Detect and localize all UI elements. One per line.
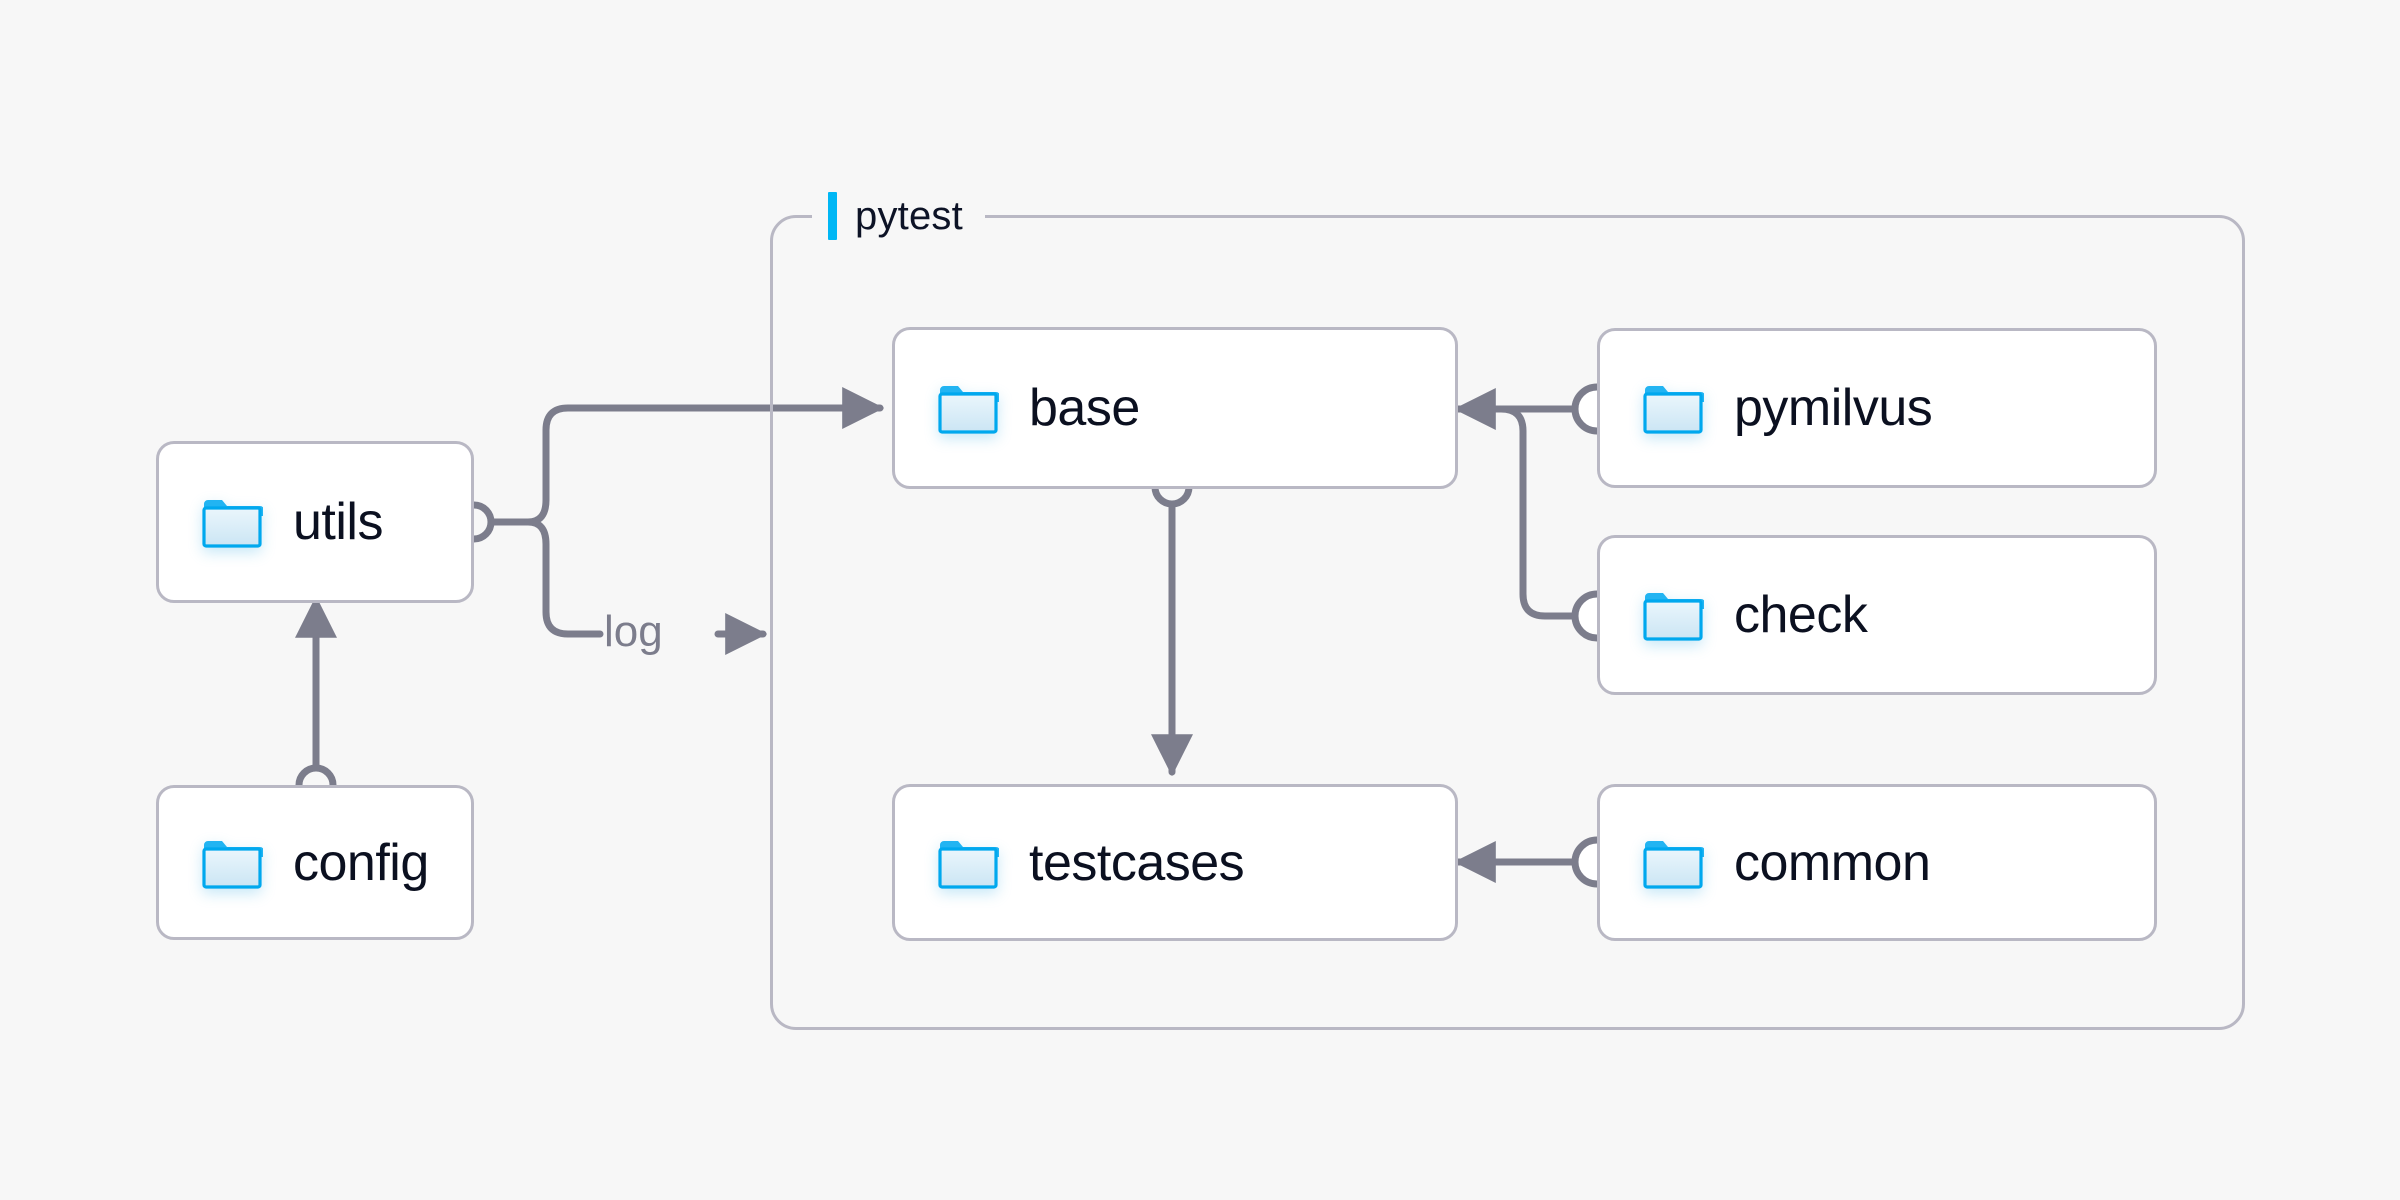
node-testcases[interactable]: testcases	[892, 784, 1458, 941]
group-pytest[interactable]	[770, 215, 2245, 1030]
accent-bar-icon	[828, 192, 837, 240]
node-utils-label: utils	[293, 493, 383, 551]
node-testcases-label: testcases	[1029, 833, 1245, 892]
folder-icon	[937, 836, 999, 890]
folder-icon	[937, 381, 999, 435]
node-pymilvus[interactable]: pymilvus	[1597, 328, 2157, 488]
folder-icon	[201, 836, 263, 890]
node-utils[interactable]: utils	[156, 441, 474, 603]
group-pytest-label: pytest	[812, 185, 985, 247]
edge-label-log: log	[604, 607, 663, 656]
node-base-label: base	[1029, 379, 1140, 437]
node-check-label: check	[1734, 586, 1868, 644]
node-pymilvus-label: pymilvus	[1734, 379, 1933, 437]
node-common[interactable]: common	[1597, 784, 2157, 941]
edge-config-utils	[295, 595, 337, 806]
group-pytest-label-text: pytest	[855, 194, 963, 238]
folder-icon	[201, 495, 263, 549]
folder-icon	[1642, 588, 1704, 642]
node-config[interactable]: config	[156, 785, 474, 940]
folder-icon	[1642, 381, 1704, 435]
node-base[interactable]: base	[892, 327, 1458, 489]
node-check[interactable]: check	[1597, 535, 2157, 695]
node-config-label: config	[293, 833, 429, 892]
node-common-label: common	[1734, 833, 1931, 892]
folder-icon	[1642, 836, 1704, 890]
